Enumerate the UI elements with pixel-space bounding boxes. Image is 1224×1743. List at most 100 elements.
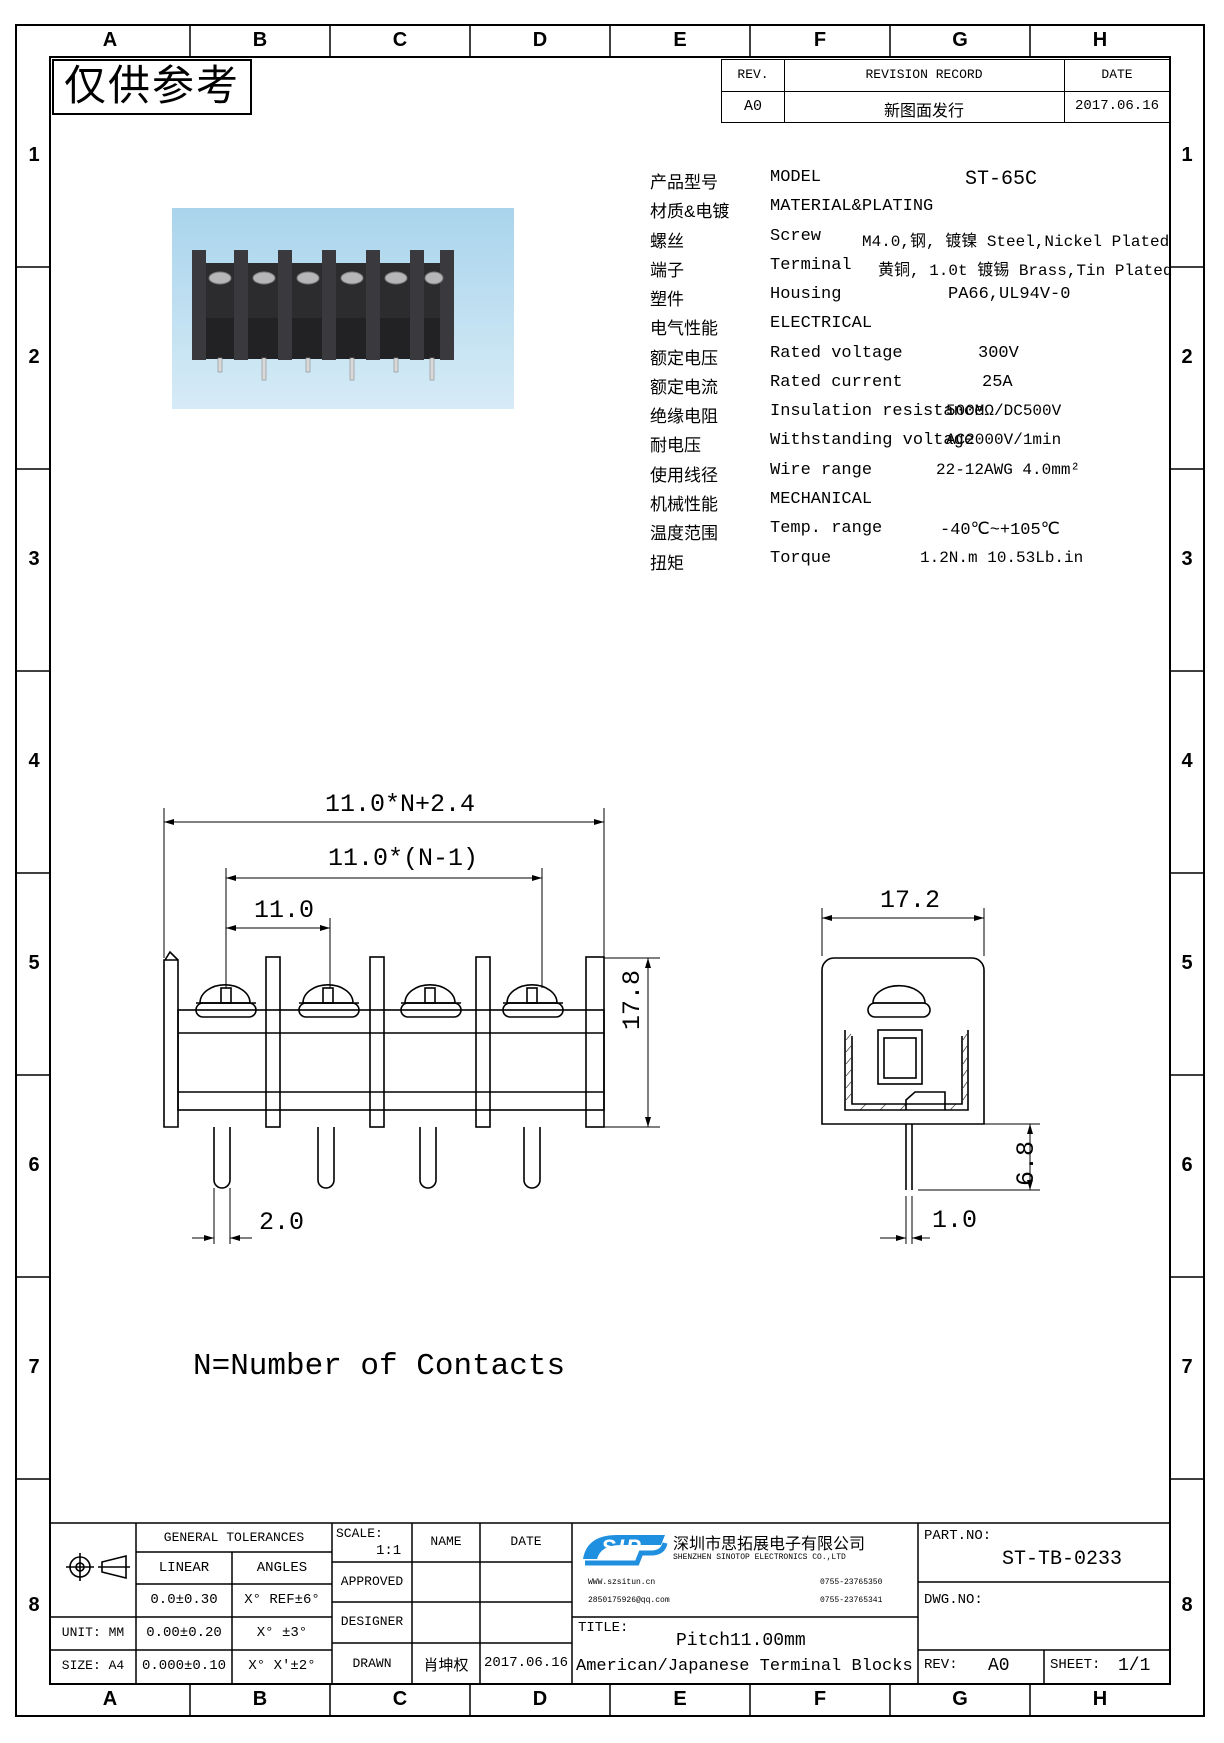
- dim-side-pin: 1.0: [932, 1206, 978, 1235]
- rev-label: REV:: [924, 1657, 958, 1673]
- col-label: C: [392, 29, 408, 51]
- designer-label: DESIGNER: [340, 1614, 404, 1629]
- dim-depth: 17.2: [880, 886, 941, 915]
- scale-label: SCALE:: [336, 1526, 383, 1541]
- spec-en: Screw: [770, 227, 822, 246]
- spec-en: ELECTRICAL: [770, 314, 873, 333]
- spec-value: AC2000V/1min: [946, 431, 1062, 449]
- linear-header: LINEAR: [158, 1560, 210, 1576]
- title-line-1: Pitch11.00mm: [676, 1631, 806, 1651]
- dwg-no-label: DWG.NO:: [924, 1592, 983, 1608]
- row-label: 4: [1181, 750, 1193, 772]
- col-label: B: [252, 29, 268, 51]
- spec-value: 1.2N.m 10.53Lb.in: [920, 549, 1084, 567]
- approval-date-header: DATE: [510, 1534, 542, 1549]
- spec-value: 黄铜, 1.0t 镀锡 Brass,Tin Plated: [878, 262, 1173, 280]
- drawn-date: 2017.06.16: [483, 1655, 568, 1671]
- name-header: NAME: [430, 1534, 462, 1549]
- spec-value: -40℃~+105℃: [940, 521, 1060, 540]
- row-label: 3: [1181, 548, 1193, 570]
- spec-cn: 耐电压: [650, 436, 701, 455]
- col-label: H: [1092, 1688, 1108, 1710]
- col-label: A: [102, 29, 118, 51]
- spec-en: MODEL: [770, 168, 822, 187]
- row-label: 8: [1181, 1594, 1193, 1616]
- size-label: SIZE: A4: [61, 1658, 125, 1673]
- company-name-cn: 深圳市思拓展电子有限公司: [673, 1536, 866, 1553]
- row-label: 1: [28, 144, 40, 166]
- company-name-en: SHENZHEN SINOTOP ELECTRONICS CO.,LTD: [673, 1553, 846, 1562]
- tol-linear: 0.00±0.20: [146, 1625, 222, 1641]
- row-label: 8: [28, 1594, 40, 1616]
- spec-cn: 材质&电镀: [650, 202, 730, 221]
- product-photo: [172, 208, 514, 409]
- spec-cn: 温度范围: [650, 524, 718, 543]
- spec-value: 300V: [978, 344, 1019, 363]
- col-label: G: [952, 29, 968, 51]
- sheet-label: SHEET:: [1050, 1657, 1101, 1673]
- company-logo-text: SIP: [601, 1535, 643, 1560]
- spec-cn: 端子: [650, 261, 684, 280]
- row-label: 6: [1181, 1154, 1193, 1176]
- row-label: 7: [28, 1356, 40, 1378]
- date-header: DATE: [1101, 67, 1133, 82]
- unit-label: UNIT: MM: [61, 1625, 125, 1640]
- dim-pin-width: 2.0: [259, 1208, 305, 1237]
- contact-fax: 0755-23765341: [820, 1596, 883, 1605]
- contact-tel: 0755-23765350: [820, 1578, 883, 1587]
- spec-en: Rated current: [770, 373, 903, 392]
- spec-en: Housing: [770, 285, 842, 304]
- spec-cn: 额定电流: [650, 378, 718, 397]
- projection-symbol-icon: [66, 1553, 130, 1581]
- spec-cn: 电气性能: [650, 319, 718, 338]
- scale-value: 1:1: [376, 1543, 402, 1559]
- terminal-block-image: [172, 208, 514, 409]
- col-label: D: [532, 1688, 548, 1710]
- title-label: TITLE:: [578, 1620, 629, 1636]
- tol-angle: X° X'±2°: [248, 1658, 316, 1674]
- row-label: 7: [1181, 1356, 1193, 1378]
- spec-value: M4.0,钢, 镀镍 Steel,Nickel Plated: [862, 233, 1170, 251]
- row-label: 6: [28, 1154, 40, 1176]
- col-label: H: [1092, 29, 1108, 51]
- part-no-value: ST-TB-0233: [1002, 1548, 1123, 1571]
- col-label: A: [102, 1688, 118, 1710]
- tol-linear: 0.000±0.10: [141, 1658, 226, 1674]
- tol-angle: X° ±3°: [256, 1625, 308, 1641]
- title-line-2: American/Japanese Terminal Blocks: [576, 1657, 913, 1676]
- angles-header: ANGLES: [256, 1560, 308, 1576]
- tol-angle: X° REF±6°: [244, 1592, 320, 1608]
- spec-cn: 机械性能: [650, 495, 718, 514]
- col-label: B: [252, 1688, 268, 1710]
- rev-value: A0: [743, 98, 762, 115]
- revision-date-value: 2017.06.16: [1074, 98, 1159, 114]
- dim-overall: 11.0*N+2.4: [325, 790, 476, 819]
- spec-cn: 绝缘电阻: [650, 407, 718, 426]
- col-label: G: [952, 1688, 968, 1710]
- spec-en: Temp. range: [770, 519, 883, 538]
- spec-en: MECHANICAL: [770, 490, 873, 509]
- row-label: 5: [1181, 952, 1193, 974]
- spec-en: MATERIAL&PLATING: [770, 197, 934, 216]
- spec-en: Rated voltage: [770, 344, 903, 363]
- dim-span: 11.0*(N-1): [328, 844, 479, 873]
- spec-cn: 扭矩: [650, 554, 684, 573]
- sheet-value: 1/1: [1118, 1656, 1151, 1676]
- spec-cn: 螺丝: [650, 232, 684, 251]
- reference-stamp: 仅供参考: [52, 59, 252, 115]
- contact-web: WWW.szsitun.cn: [588, 1578, 656, 1587]
- company-logo: SIP: [577, 1529, 669, 1569]
- col-label: C: [392, 1688, 408, 1710]
- row-label: 2: [28, 346, 40, 368]
- spec-cn: 使用线径: [650, 466, 718, 485]
- dim-pitch: 11.0: [254, 896, 315, 925]
- general-tolerances: GENERAL TOLERANCES: [163, 1530, 305, 1545]
- row-label: 4: [28, 750, 40, 772]
- part-no-label: PART.NO:: [924, 1528, 992, 1544]
- spec-en: Terminal: [770, 256, 852, 275]
- spec-value: ST-65C: [965, 168, 1038, 191]
- col-label: E: [673, 29, 687, 51]
